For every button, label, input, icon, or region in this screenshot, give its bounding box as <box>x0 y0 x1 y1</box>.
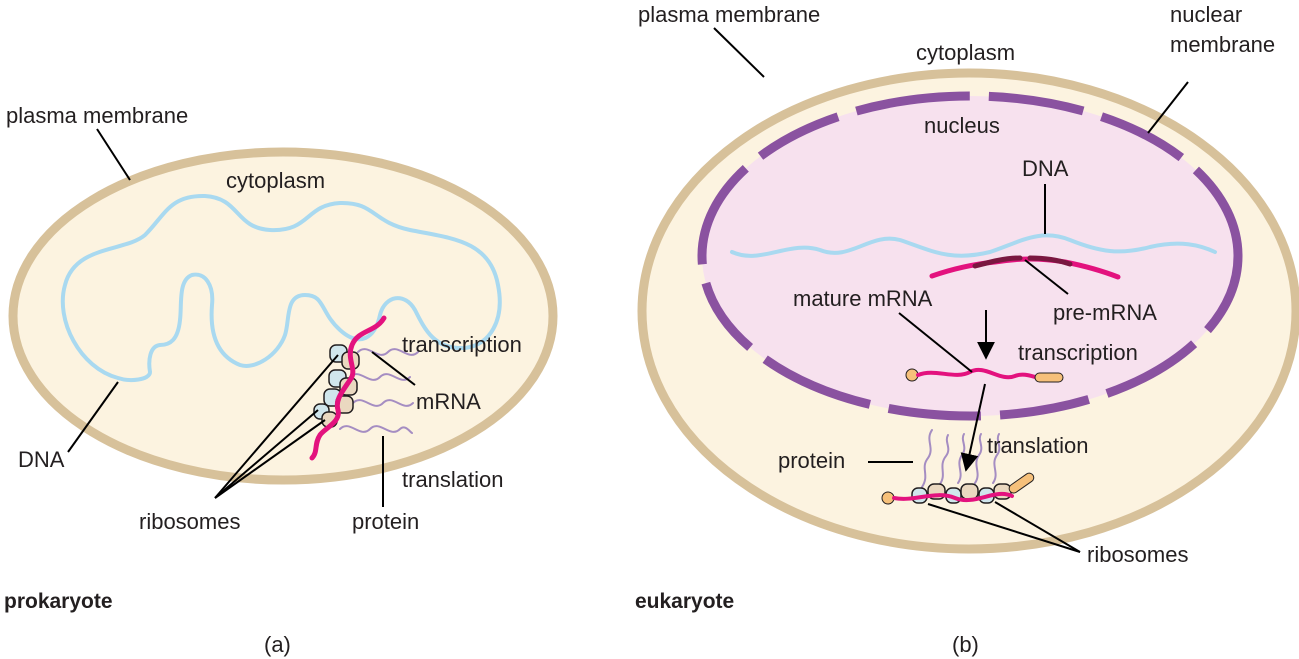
eukaryote-dna-label: DNA <box>1022 156 1069 181</box>
leader-line <box>214 409 319 499</box>
leader-line <box>898 312 973 373</box>
prokaryote-dna-strand <box>60 193 502 382</box>
eukaryote-plasma-membrane-label: plasma membrane <box>638 2 820 27</box>
eukaryote-cytoplasm-label: cytoplasm <box>916 40 1015 65</box>
prokaryote-leader-lines <box>67 128 416 507</box>
prokaryote-protein-chain <box>349 373 411 381</box>
leader-line <box>67 381 119 453</box>
leader-line <box>927 503 1081 553</box>
cytoplasm-mrna-strand <box>892 491 1014 503</box>
poly-a-tail <box>1008 472 1035 494</box>
prokaryote-panel: plasma membrane cytoplasm transcription … <box>4 103 558 657</box>
poly-a-tail <box>1034 372 1064 383</box>
eukaryote-protein-chain <box>974 433 983 484</box>
prokaryote-translation-label: translation <box>402 467 504 492</box>
export-arrow <box>960 383 986 472</box>
eukaryote-translation-label: translation <box>987 433 1089 458</box>
leader-line <box>214 419 326 499</box>
prokaryote-plasma-membrane-label: plasma membrane <box>6 103 188 128</box>
eukaryote-panel: plasma membrane nuclear membrane cytopla… <box>635 2 1299 657</box>
pre-mrna-strand <box>929 256 1121 280</box>
prokaryote-mrna-strand <box>309 315 387 461</box>
leader-line <box>96 128 131 181</box>
prokaryote-panel-label: (a) <box>264 632 291 657</box>
pre-mrna-intron <box>972 255 1023 269</box>
nuclear-membrane-label-line2: membrane <box>1170 32 1275 57</box>
eukaryote-title: eukaryote <box>635 590 734 613</box>
nuclear-membrane-label-line1: nuclear <box>1170 2 1242 27</box>
prokaryote-protein-chain <box>357 348 419 356</box>
eukaryote-protein-chain <box>992 433 1001 484</box>
prokaryote-protein-label: protein <box>352 509 419 534</box>
nucleus-label: nucleus <box>924 113 1000 138</box>
leader-line <box>214 354 339 499</box>
nuclear-envelope <box>697 91 1243 421</box>
eukaryote-ribosomes-label: ribosomes <box>1087 542 1188 567</box>
prokaryote-title: prokaryote <box>4 590 113 613</box>
leader-line <box>1024 259 1069 295</box>
prokaryote-ribosomes-label: ribosomes <box>139 509 240 534</box>
prokaryote-ribosomes <box>313 344 360 428</box>
mature-mrna-strand <box>916 368 1042 380</box>
pre-mrna-intron <box>1027 255 1073 267</box>
prokaryote-protein-chains <box>339 348 419 434</box>
eukaryote-leader-lines <box>713 27 1189 553</box>
pre-mrna-label: pre-mRNA <box>1053 300 1157 325</box>
leader-line <box>371 351 416 386</box>
leader-line <box>1147 81 1189 134</box>
leader-line <box>713 27 765 78</box>
eukaryote-panel-label: (b) <box>952 632 979 657</box>
prokaryote-cell <box>8 147 558 485</box>
prokaryote-transcription-label: transcription <box>402 332 522 357</box>
eukaryote-dna-strand <box>730 233 1217 258</box>
mature-mrna-label: mature mRNA <box>793 286 933 311</box>
ribosome <box>960 483 979 500</box>
eukaryote-protein-chain <box>939 434 950 485</box>
leader-line <box>994 501 1081 553</box>
eukaryote-protein-chain <box>921 429 933 488</box>
prokaryote-cytoplasm-label: cytoplasm <box>226 168 325 193</box>
eukaryote-transcription-label: transcription <box>1018 340 1138 365</box>
prokaryote-dna-label: DNA <box>18 447 65 472</box>
eukaryote-protein-label: protein <box>778 448 845 473</box>
prokaryote-mrna-label: mRNA <box>416 389 481 414</box>
prokaryote-protein-chain <box>352 399 414 407</box>
prokaryote-protein-chain <box>339 425 413 434</box>
